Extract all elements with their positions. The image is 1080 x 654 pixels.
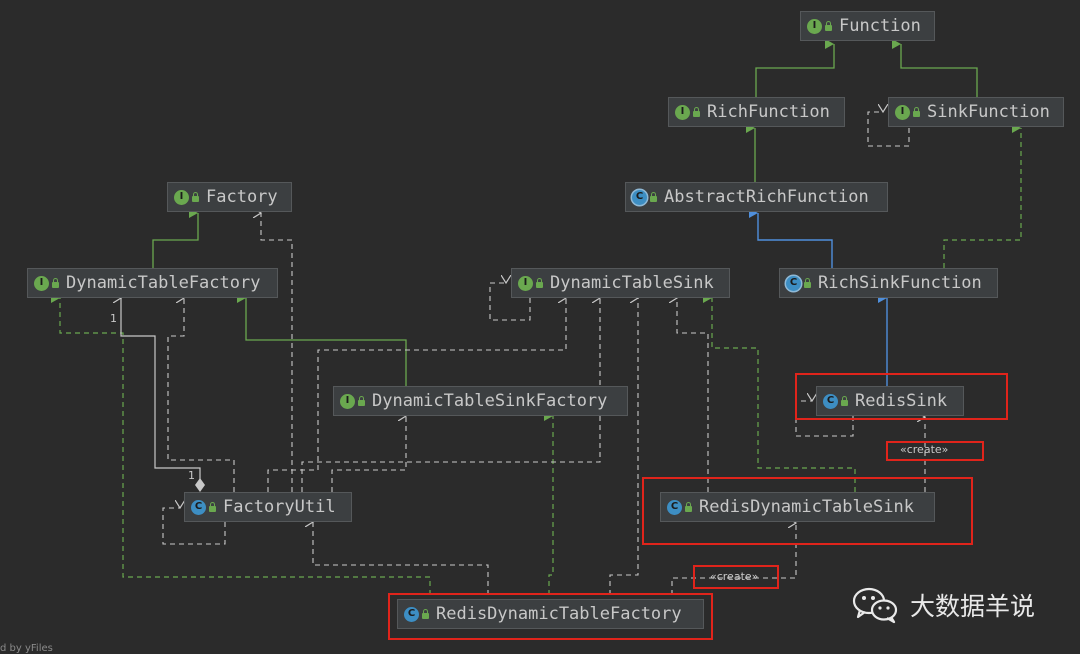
node-factory[interactable]: I Factory xyxy=(167,182,292,212)
node-label: AbstractRichFunction xyxy=(664,187,869,207)
class-icon: C xyxy=(191,499,206,515)
lock-icon xyxy=(536,278,543,288)
watermark: 大数据羊说 xyxy=(852,586,1035,624)
node-label: DynamicTableFactory xyxy=(66,273,261,293)
lock-icon xyxy=(52,278,59,288)
interface-icon: I xyxy=(895,104,910,120)
node-redis-sink[interactable]: C RedisSink xyxy=(816,386,964,416)
node-label: DynamicTableSinkFactory xyxy=(372,391,608,411)
highlight-create-table-sink xyxy=(693,565,779,589)
lock-icon xyxy=(825,21,832,31)
interface-icon: I xyxy=(34,275,49,291)
node-abstract-rich-function[interactable]: C AbstractRichFunction xyxy=(625,182,888,212)
node-label: RedisDynamicTableFactory xyxy=(436,604,682,624)
abstract-class-icon: C xyxy=(632,189,647,205)
abstract-class-icon: C xyxy=(786,275,801,291)
class-icon: C xyxy=(404,606,419,622)
node-label: RedisSink xyxy=(855,391,948,411)
multiplicity-bottom: 1 xyxy=(188,469,195,482)
node-label: RichSinkFunction xyxy=(818,273,982,293)
node-label: Function xyxy=(839,16,921,36)
node-label: DynamicTableSink xyxy=(550,273,714,293)
highlight-redis-dynamic-table-sink xyxy=(642,477,973,545)
lock-icon xyxy=(209,502,216,512)
node-redis-dynamic-table-sink[interactable]: C RedisDynamicTableSink xyxy=(660,492,935,522)
node-dynamic-table-factory[interactable]: I DynamicTableFactory xyxy=(27,268,278,298)
node-label: RedisDynamicTableSink xyxy=(699,497,914,517)
aggregation-edge xyxy=(121,298,205,492)
node-label: FactoryUtil xyxy=(223,497,336,517)
interface-icon: I xyxy=(340,393,355,409)
class-extends-edges xyxy=(749,208,888,386)
extends-edges xyxy=(152,39,978,386)
node-dynamic-table-sink[interactable]: I DynamicTableSink xyxy=(511,268,730,298)
footer-text: d by yFiles xyxy=(0,643,53,654)
node-label: Factory xyxy=(206,187,278,207)
node-dynamic-table-sink-factory[interactable]: I DynamicTableSinkFactory xyxy=(333,386,628,416)
highlight-redis-sink xyxy=(795,373,1008,420)
lock-icon xyxy=(913,107,920,117)
dependency-edges xyxy=(162,112,925,595)
node-rich-function[interactable]: I RichFunction xyxy=(668,97,845,127)
lock-icon xyxy=(693,107,700,117)
highlight-redis-dynamic-table-factory xyxy=(388,593,713,640)
lock-icon xyxy=(422,609,429,619)
node-function[interactable]: I Function xyxy=(800,11,935,41)
watermark-text: 大数据羊说 xyxy=(910,592,1036,621)
node-redis-dynamic-table-factory[interactable]: C RedisDynamicTableFactory xyxy=(397,599,704,629)
create-label-sink: «create» xyxy=(900,443,949,456)
node-label: RichFunction xyxy=(707,102,830,122)
implements-edges xyxy=(51,123,1022,595)
interface-icon: I xyxy=(518,275,533,291)
lock-icon xyxy=(358,396,365,406)
create-label-table-sink: «create» xyxy=(710,570,759,583)
class-icon: C xyxy=(667,499,682,515)
wechat-icon xyxy=(852,587,898,624)
interface-icon: I xyxy=(174,189,189,205)
highlight-create-sink xyxy=(886,441,984,461)
class-icon: C xyxy=(823,393,838,409)
lock-icon xyxy=(841,396,848,406)
lock-icon xyxy=(804,278,811,288)
node-sink-function[interactable]: I SinkFunction xyxy=(888,97,1064,127)
multiplicity-top: 1 xyxy=(110,312,117,325)
interface-icon: I xyxy=(675,104,690,120)
node-factory-util[interactable]: C FactoryUtil xyxy=(184,492,352,522)
node-rich-sink-function[interactable]: C RichSinkFunction xyxy=(779,268,998,298)
lock-icon xyxy=(685,502,692,512)
node-label: SinkFunction xyxy=(927,102,1050,122)
lock-icon xyxy=(192,192,199,202)
lock-icon xyxy=(650,192,657,202)
interface-icon: I xyxy=(807,18,822,34)
